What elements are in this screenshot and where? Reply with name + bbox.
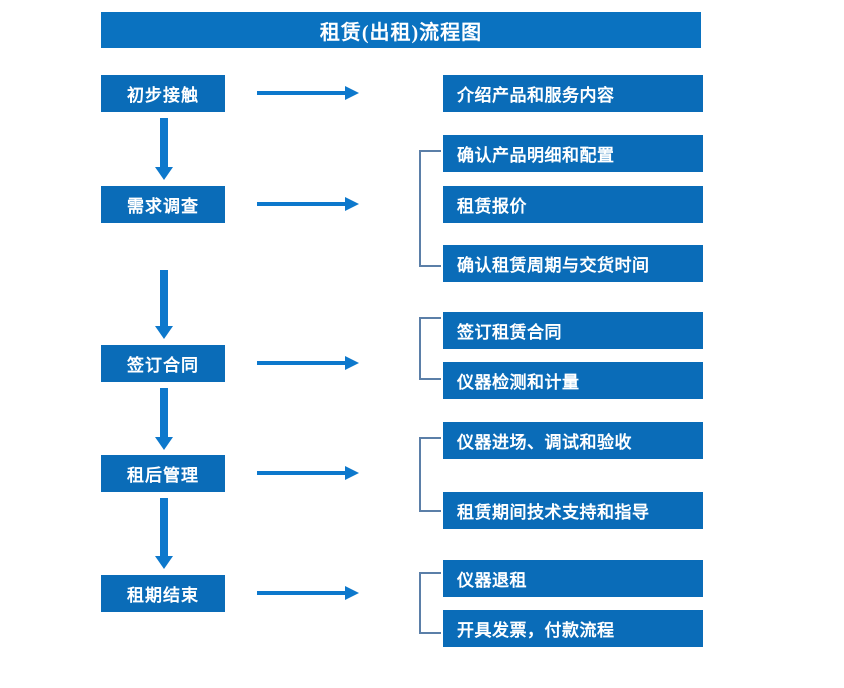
horizontal-arrow-2 (257, 197, 359, 211)
arrow-shaft (257, 202, 347, 206)
page-title: 租赁(出租)流程图 (101, 12, 701, 48)
arrow-head (345, 356, 359, 370)
arrow-shaft (257, 471, 347, 475)
arrow-head (155, 326, 173, 339)
bracket-stub-bottom (421, 265, 441, 267)
arrow-shaft (257, 361, 347, 365)
arrow-head (345, 466, 359, 480)
group-bracket-3 (419, 437, 443, 512)
group-bracket-2 (419, 317, 443, 380)
task-box-5[interactable]: 签订租赁合同 (443, 312, 703, 349)
arrow-head (345, 86, 359, 100)
stage-box-2[interactable]: 需求调查 (101, 186, 225, 223)
horizontal-arrow-3 (257, 356, 359, 370)
bracket-stub-bottom (421, 632, 441, 634)
arrow-head (345, 197, 359, 211)
task-box-6[interactable]: 仪器检测和计量 (443, 362, 703, 399)
group-bracket-1 (419, 150, 443, 267)
arrow-head (155, 556, 173, 569)
arrow-head (345, 586, 359, 600)
arrow-shaft (160, 118, 168, 168)
horizontal-arrow-5 (257, 586, 359, 600)
vertical-arrow-1 (155, 118, 173, 180)
stage-box-1[interactable]: 初步接触 (101, 75, 225, 112)
task-box-7[interactable]: 仪器进场、调试和验收 (443, 422, 703, 459)
bracket-stub-top (421, 572, 441, 574)
task-box-9[interactable]: 仪器退租 (443, 560, 703, 597)
bracket-stub-top (421, 150, 441, 152)
arrow-shaft (160, 270, 168, 327)
vertical-arrow-4 (155, 498, 173, 570)
horizontal-arrow-4 (257, 466, 359, 480)
arrow-shaft (160, 498, 168, 557)
stage-box-3[interactable]: 签订合同 (101, 345, 225, 382)
arrow-shaft (257, 591, 347, 595)
task-box-4[interactable]: 确认租赁周期与交货时间 (443, 245, 703, 282)
task-box-3[interactable]: 租赁报价 (443, 186, 703, 223)
bracket-stub-bottom (421, 378, 441, 380)
bracket-stub-top (421, 437, 441, 439)
stage-box-5[interactable]: 租期结束 (101, 575, 225, 612)
task-box-1[interactable]: 介绍产品和服务内容 (443, 75, 703, 112)
vertical-arrow-3 (155, 388, 173, 450)
arrow-head (155, 167, 173, 180)
arrow-head (155, 437, 173, 450)
arrow-shaft (257, 91, 347, 95)
arrow-shaft (160, 388, 168, 438)
group-bracket-4 (419, 572, 443, 634)
horizontal-arrow-1 (257, 86, 359, 100)
bracket-stub-top (421, 317, 441, 319)
task-box-10[interactable]: 开具发票，付款流程 (443, 610, 703, 647)
task-box-8[interactable]: 租赁期间技术支持和指导 (443, 492, 703, 529)
bracket-stub-bottom (421, 510, 441, 512)
task-box-2[interactable]: 确认产品明细和配置 (443, 135, 703, 172)
vertical-arrow-2 (155, 270, 173, 340)
stage-box-4[interactable]: 租后管理 (101, 455, 225, 492)
